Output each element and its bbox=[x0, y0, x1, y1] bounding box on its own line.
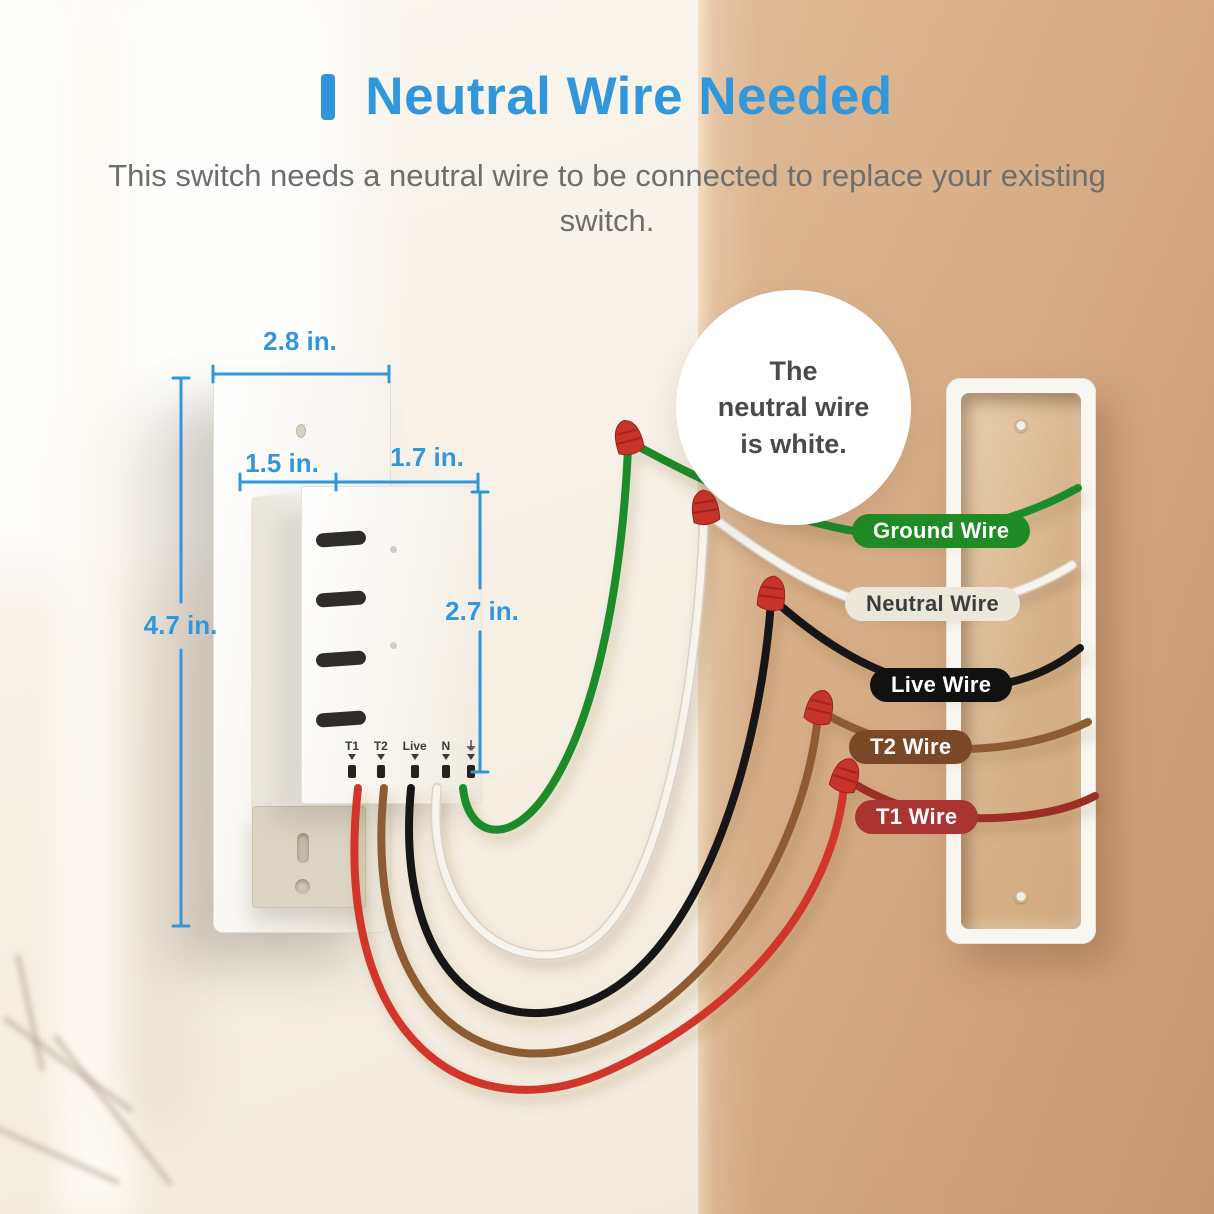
wire-nut-icon bbox=[614, 420, 645, 456]
dimension-line-left bbox=[171, 376, 191, 928]
header: Neutral Wire Needed bbox=[0, 66, 1214, 127]
terminal-label: Live bbox=[402, 739, 427, 753]
terminal-t1: T1 bbox=[345, 740, 359, 778]
terminal-label: T2 bbox=[373, 739, 388, 753]
subtitle: This switch needs a neutral wire to be c… bbox=[108, 158, 1106, 238]
bracket-hole bbox=[295, 879, 310, 894]
branch-shadow bbox=[0, 1119, 121, 1186]
terminal-slot bbox=[441, 765, 450, 778]
speech-bubble: The neutral wire is white. bbox=[676, 290, 911, 525]
terminal-live: Live bbox=[403, 740, 427, 778]
mounting-bracket bbox=[252, 806, 366, 908]
label-t1-wire: T1 Wire bbox=[855, 800, 979, 834]
page-title: Neutral Wire Needed bbox=[365, 67, 893, 126]
label-live-wire: Live Wire bbox=[870, 668, 1013, 702]
ground-symbol: ⏚ bbox=[464, 739, 477, 753]
branch-shadow bbox=[1, 1015, 135, 1114]
label-ground-wire: Ground Wire bbox=[852, 514, 1031, 548]
terminal-slot bbox=[410, 765, 419, 778]
label-t2-wire: T2 Wire bbox=[849, 730, 973, 764]
down-arrow-icon bbox=[348, 754, 356, 760]
bubble-line: The bbox=[769, 355, 818, 386]
branch-shadow bbox=[15, 953, 45, 1072]
wall-box-screw-hole-bottom bbox=[1014, 890, 1028, 903]
down-arrow-icon bbox=[466, 754, 475, 760]
title-accent-bar bbox=[321, 73, 336, 120]
down-arrow-icon bbox=[410, 754, 419, 760]
dimension-height: 4.7 in. bbox=[143, 610, 218, 640]
terminal-label: N bbox=[441, 739, 451, 753]
switch-body-side bbox=[251, 492, 303, 812]
label-neutral-wire: Neutral Wire bbox=[845, 587, 1020, 621]
screw-dot bbox=[390, 546, 397, 553]
bubble-line: neutral wire bbox=[717, 392, 870, 423]
down-arrow-icon bbox=[441, 754, 450, 760]
dimension-left-depth: 1.5 in. bbox=[245, 448, 319, 478]
wall-box-screw-hole-top bbox=[1014, 419, 1028, 432]
screw-dot bbox=[390, 642, 397, 649]
down-arrow-icon bbox=[376, 754, 385, 760]
ground-wire-device bbox=[459, 444, 632, 834]
terminal-t2: T2 bbox=[374, 740, 388, 778]
terminal-slot bbox=[376, 765, 385, 778]
plate-screw-hole bbox=[296, 424, 306, 438]
dimension-body-height: 2.7 in. bbox=[445, 596, 519, 626]
dimension-front-width: 1.7 in. bbox=[390, 442, 464, 472]
dimension-top-width: 2.8 in. bbox=[263, 326, 337, 356]
wall-box-cavity bbox=[961, 393, 1081, 929]
wall-box bbox=[946, 378, 1096, 944]
terminal-label: T1 bbox=[345, 739, 360, 753]
terminal-strip: T1 T2 Live N ⏚ bbox=[345, 740, 477, 778]
bracket-slot bbox=[297, 833, 309, 863]
terminal-ground: ⏚ bbox=[465, 740, 477, 778]
terminal-slot bbox=[348, 765, 356, 778]
bubble-line: is white. bbox=[740, 428, 847, 459]
terminal-slot bbox=[466, 765, 475, 778]
terminal-neutral: N bbox=[441, 740, 450, 778]
soft-shadow-band bbox=[120, 420, 180, 1120]
